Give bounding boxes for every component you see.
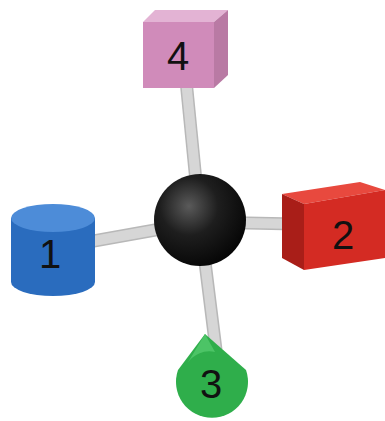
shape-face xyxy=(143,22,214,88)
bond-sticks xyxy=(88,80,295,350)
shape-face xyxy=(11,204,95,232)
shape-face xyxy=(176,334,248,418)
callout-number: 4 xyxy=(167,36,189,76)
shape-face xyxy=(187,334,215,364)
central-atom xyxy=(154,174,246,266)
green-cone: 3 xyxy=(165,332,261,421)
callout-number: 1 xyxy=(39,234,61,274)
callout-number: 2 xyxy=(332,215,354,255)
shape-face xyxy=(282,194,304,270)
callout-number: 3 xyxy=(200,364,222,404)
shape-face xyxy=(143,10,228,22)
red-cube: 2 xyxy=(280,180,385,272)
blue-cylinder: 1 xyxy=(6,200,100,300)
shape-face xyxy=(214,10,228,88)
shape-face xyxy=(304,190,385,270)
pink-cube: 4 xyxy=(140,8,232,92)
